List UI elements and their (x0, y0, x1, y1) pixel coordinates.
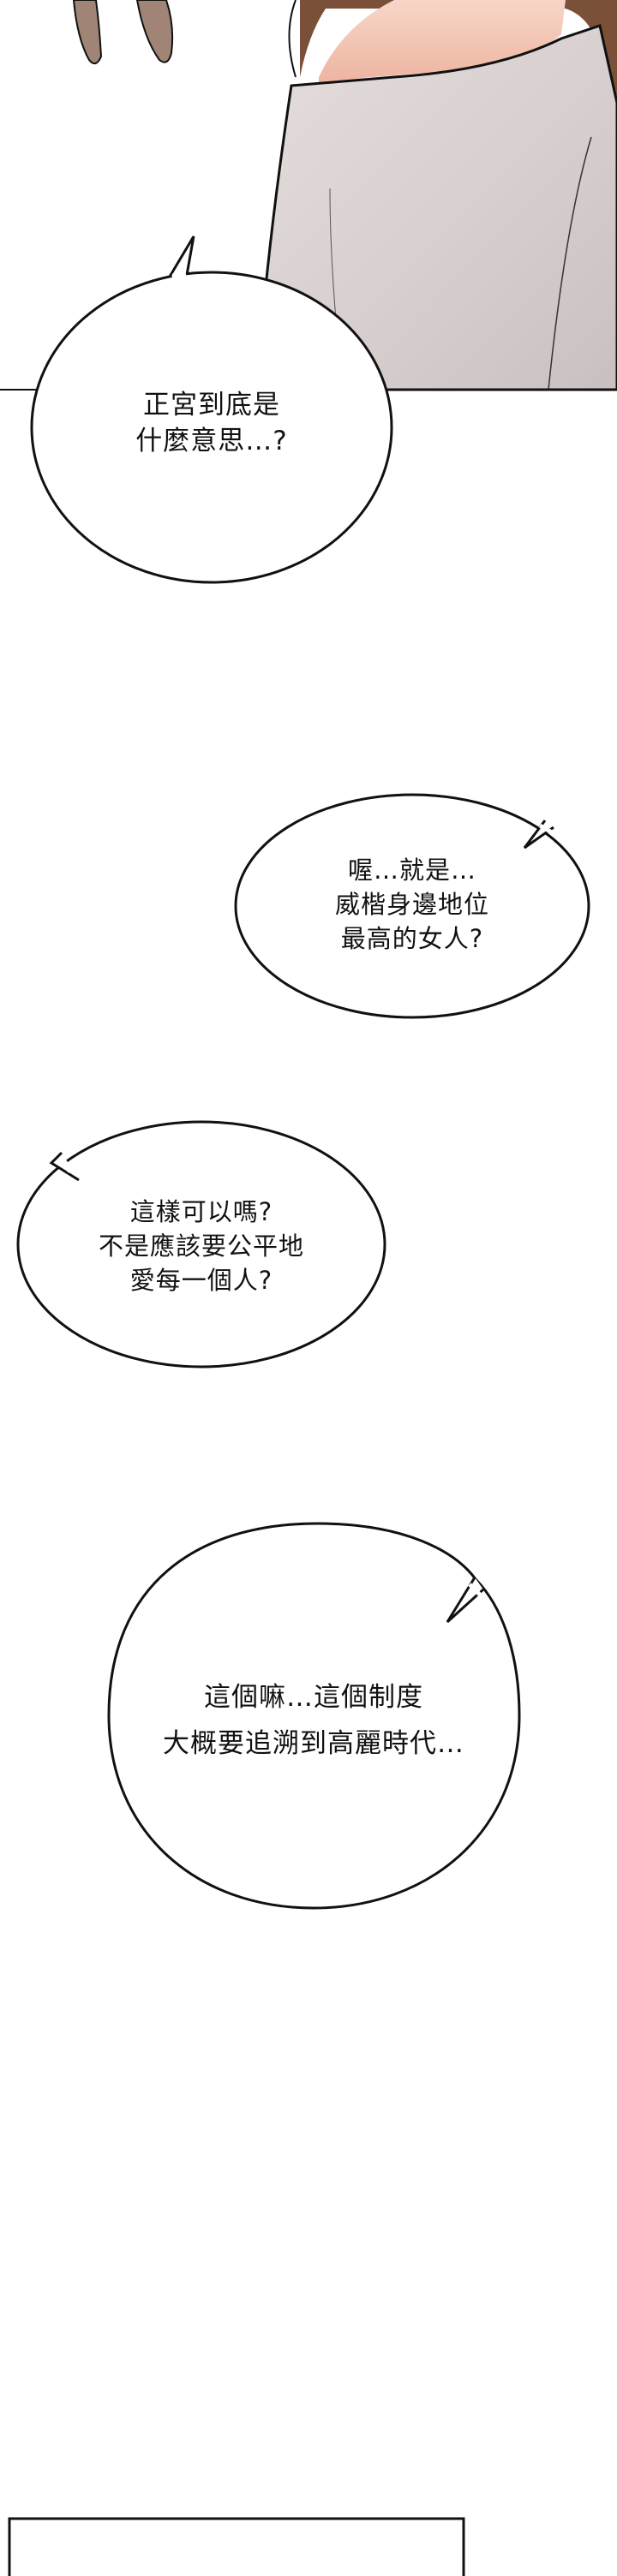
bubble-3-text: 這樣可以嗎? 不是應該要公平地 愛每一個人? (73, 1195, 330, 1297)
bubble-4-text: 這個嘛…這個制度 大概要追溯到高麗時代… (142, 1674, 485, 1767)
bubble-line: 大概要追溯到高麗時代… (163, 1728, 464, 1759)
bubble-line: 最高的女人? (340, 924, 484, 953)
bubble-line: 愛每一個人? (129, 1266, 273, 1295)
speech-bubble-2 (234, 793, 590, 1019)
bubble-line: 什麼意思…? (135, 426, 288, 456)
speech-bubble-1 (30, 236, 393, 584)
bubble-line: 這個嘛…這個制度 (204, 1682, 423, 1713)
bubble-1-text: 正宮到底是 什麼意思…? (126, 387, 297, 459)
speech-bubble-3 (16, 1120, 386, 1368)
top-panel (0, 0, 617, 391)
bubble-line: 正宮到底是 (143, 390, 280, 420)
bubble-line: 喔…就是… (347, 856, 476, 885)
bubble-2-text: 喔…就是… 威楷身邊地位 最高的女人? (309, 853, 515, 956)
bubble-line: 威楷身邊地位 (334, 890, 489, 919)
next-panel-frame (8, 2517, 465, 2576)
speech-bubble-4 (107, 1522, 521, 1910)
bubble-line: 這樣可以嗎? (129, 1197, 273, 1226)
skin (319, 0, 566, 86)
bubble-line: 不是應該要公平地 (98, 1231, 304, 1261)
bunny-ear-right (135, 0, 174, 63)
bunny-ear-left (72, 0, 103, 65)
